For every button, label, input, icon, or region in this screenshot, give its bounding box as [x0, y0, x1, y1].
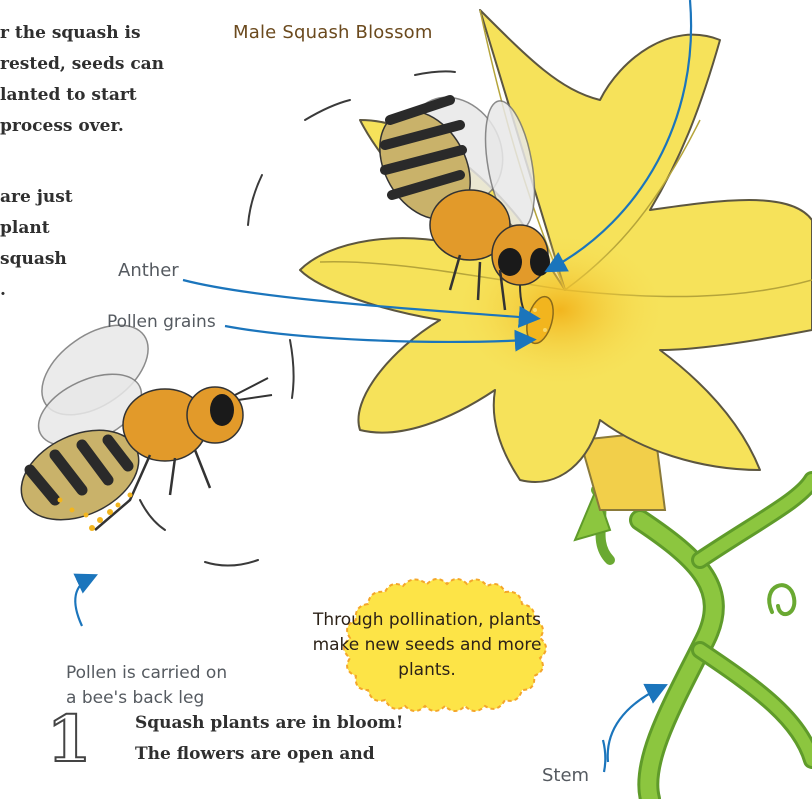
- second-paragraph-line: squash: [0, 244, 67, 275]
- pollen-grains-label: Pollen grains: [107, 312, 216, 332]
- blossom-title: Male Squash Blossom: [233, 22, 433, 43]
- intro-line: lanted to start: [0, 80, 137, 111]
- stem: [575, 480, 812, 799]
- second-paragraph-line: .: [0, 275, 6, 306]
- second-paragraph-line: are just: [0, 182, 73, 213]
- step-number: 1: [44, 705, 94, 775]
- step-line: The flowers are open and: [135, 739, 375, 770]
- callout-text: Through pollination, plants make new see…: [296, 608, 558, 683]
- bee-caption-line: Pollen is carried on: [66, 661, 227, 686]
- intro-line: rested, seeds can: [0, 49, 164, 80]
- stem-pointer: [603, 740, 605, 772]
- intro-line: process over.: [0, 111, 124, 142]
- stem-label: Stem: [542, 765, 589, 786]
- flying-bee: [7, 307, 272, 538]
- anther-label: Anther: [118, 260, 179, 281]
- second-paragraph-line: plant: [0, 213, 50, 244]
- intro-line: r the squash is: [0, 18, 141, 49]
- step-line: Squash plants are in bloom!: [135, 708, 403, 739]
